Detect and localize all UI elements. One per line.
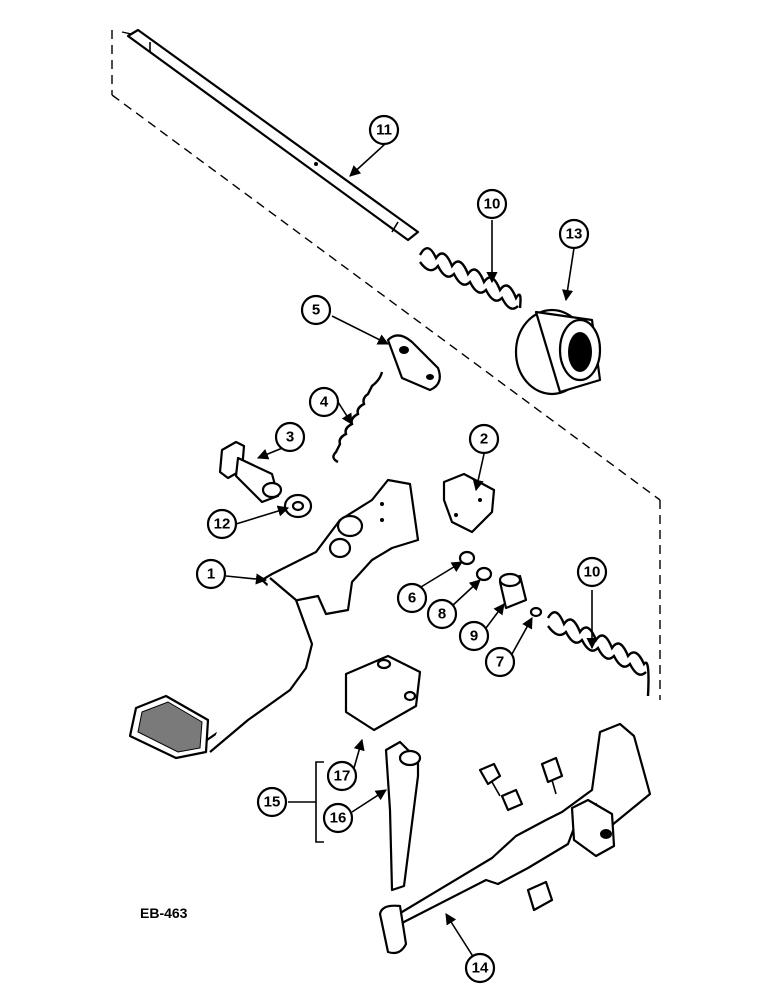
svg-text:9: 9 [470, 628, 478, 645]
svg-text:10: 10 [584, 564, 601, 581]
bolt-part [478, 762, 524, 812]
plate-part [442, 472, 496, 534]
callout-4: 4 [308, 386, 340, 418]
lever-part [378, 722, 652, 955]
spring-lower-part [546, 611, 650, 697]
callout-9: 9 [458, 620, 490, 652]
callout-1: 1 [195, 558, 227, 590]
svg-text:3: 3 [286, 429, 294, 446]
washer-part [283, 493, 313, 519]
callout-16: 16 [322, 802, 354, 834]
rod-part [384, 740, 422, 892]
spring-upper-part [418, 247, 522, 310]
callout-14: 14 [464, 952, 496, 984]
clevis-yoke-part [344, 654, 422, 732]
bracket-part [386, 334, 441, 392]
svg-text:17: 17 [334, 768, 351, 785]
callout-10-upper: 10 [476, 188, 508, 220]
callout-3: 3 [274, 421, 306, 453]
svg-text:15: 15 [264, 794, 281, 811]
svg-text:12: 12 [214, 516, 231, 533]
svg-text:5: 5 [312, 302, 320, 319]
tension-spring-part [332, 371, 384, 464]
drawing-reference: EB-463 [140, 905, 188, 921]
svg-text:1: 1 [207, 566, 215, 583]
callout-17: 17 [326, 760, 358, 792]
svg-text:14: 14 [472, 960, 489, 977]
callout-6: 6 [396, 582, 428, 614]
grease-fitting-part [540, 756, 564, 795]
callout-5: 5 [300, 294, 332, 326]
snap-ring-part [458, 550, 476, 566]
svg-text:11: 11 [376, 122, 392, 139]
group-bracket [315, 761, 324, 843]
callout-2: 2 [468, 423, 500, 455]
callout-12: 12 [206, 508, 238, 540]
svg-text:8: 8 [438, 606, 446, 623]
svg-text:6: 6 [408, 590, 416, 607]
svg-text:7: 7 [496, 654, 504, 671]
pedal-pad-part [128, 694, 210, 760]
pedal-arm-part [185, 478, 420, 753]
small-ring-part [529, 606, 543, 618]
svg-text:16: 16 [330, 810, 347, 827]
callout-13: 13 [558, 218, 590, 250]
collar-part [514, 308, 602, 396]
svg-text:4: 4 [320, 394, 329, 411]
svg-text:13: 13 [566, 226, 583, 243]
callout-11: 11 [368, 114, 400, 146]
svg-text:2: 2 [480, 431, 488, 448]
callout-8: 8 [426, 598, 458, 630]
shaft-part [126, 28, 420, 242]
callout-7: 7 [484, 646, 516, 678]
o-ring-part [475, 566, 493, 582]
svg-text:10: 10 [484, 196, 501, 213]
callout-15: 15 [256, 786, 288, 818]
bushing-part [498, 572, 528, 610]
pin-part [218, 440, 283, 504]
callout-10-lower: 10 [576, 556, 608, 588]
